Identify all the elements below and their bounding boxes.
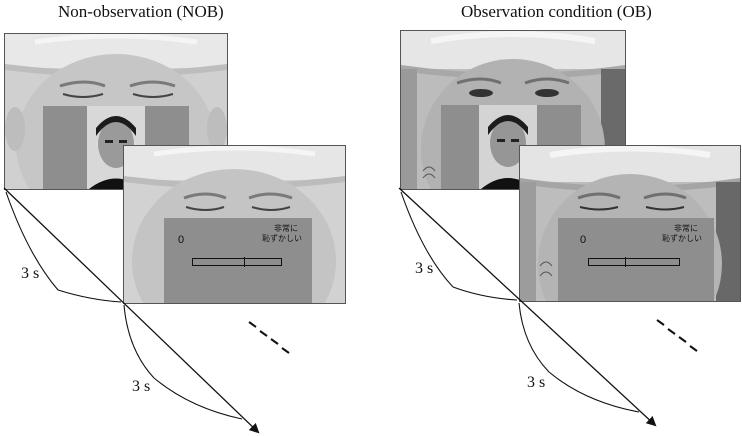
rating-panel: 0 非常に 恥ずかしい [558,218,714,301]
nob-interval-1: 3 s [21,265,40,282]
ob-interval-1: 3 s [415,260,434,277]
nob-arc-2b [153,377,243,420]
ob-time-arrow [398,187,657,427]
ob-interval-2: 3 s [527,374,546,391]
ob-arc-1b [452,286,518,301]
nob-arc-1b [57,289,122,303]
ob-panel: Observation condition (OB) [371,0,742,436]
ob-timeline [398,187,698,427]
ob-arc-1a [400,191,454,288]
rating-scale-marker[interactable] [625,257,626,267]
ob-arc-2a [518,302,550,373]
nob-arc-1a [5,191,59,291]
rating-scale-marker[interactable] [244,257,245,267]
ob-title: Observation condition (OB) [461,2,652,21]
nob-timeline [3,187,290,434]
rating-anchor-line2: 恥ずかしい [262,234,302,243]
observer-photo [87,106,145,189]
rating-panel: 0 非常に 恥ずかしい [164,218,312,303]
rating-anchor-line1: 非常に [274,224,298,233]
ellipsis-icon [248,321,290,354]
rating-scale-bar[interactable] [192,257,282,267]
nob-panel: Non-observation (NOB) [3,2,346,434]
rating-anchor-line2: 恥ずかしい [662,234,702,243]
ob-frame-2: 0 非常に 恥ずかしい [519,145,741,302]
nob-arc-2a [123,304,155,379]
rating-zero-label: 0 [178,234,185,246]
nob-time-arrow [3,187,260,434]
ob-arc-2b [548,371,640,413]
nob-frame-2: 0 非常に 恥ずかしい [123,145,346,304]
nob-title: Non-observation (NOB) [58,2,224,21]
rating-anchor-label: 非常に 恥ずかしい [662,224,702,244]
rating-scale-bar[interactable] [588,257,680,267]
nob-interval-2: 3 s [132,378,151,395]
rating-zero-label: 0 [580,234,587,246]
rating-anchor-label: 非常に 恥ずかしい [262,224,302,244]
rating-anchor-line1: 非常に [674,224,698,233]
ellipsis-icon [656,319,698,352]
